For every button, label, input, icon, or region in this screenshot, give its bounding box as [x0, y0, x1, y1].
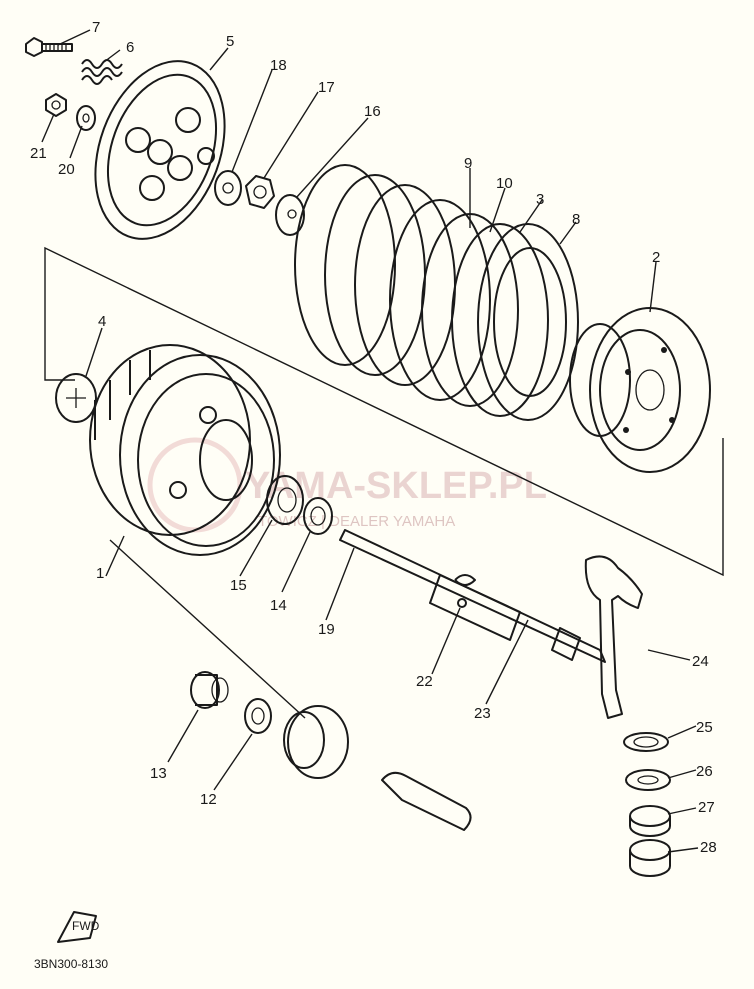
callout-27: 27 — [698, 799, 715, 816]
watermark-text: YAMA-SKLEP.PL — [245, 465, 547, 507]
callout-19: 19 — [318, 621, 335, 638]
primary-drive-gear — [283, 705, 349, 779]
part-26-washer — [625, 769, 671, 791]
drawing-code: 3BN300-8130 — [34, 957, 108, 971]
callout-25: 25 — [696, 719, 713, 736]
callout-2: 2 — [652, 249, 660, 266]
part-4-lock-washer — [55, 373, 97, 423]
part-23-push-rod-shaft — [339, 529, 606, 663]
part-21-nut — [45, 93, 67, 117]
callout-21: 21 — [30, 145, 47, 162]
callout-numbers: 1 2 3 4 5 6 7 8 9 10 12 13 14 15 16 17 1… — [30, 19, 717, 856]
watermark-subtext: TOWICZ | DEALER YAMAHA — [258, 513, 455, 530]
callout-3: 3 — [536, 191, 544, 208]
callout-10: 10 — [496, 175, 513, 192]
fwd-arrow-icon: FWD — [57, 911, 100, 943]
part-5-pressure-plate — [94, 60, 226, 240]
callout-28: 28 — [700, 839, 717, 856]
part-28-bearing — [629, 839, 671, 877]
part-15-spacer — [266, 475, 304, 525]
callout-leaders — [41, 29, 699, 853]
callout-8: 8 — [572, 211, 580, 228]
part-12-washer — [244, 698, 272, 734]
watermark: YAMA-SKLEP.PL TOWICZ | DEALER YAMAHA — [147, 437, 547, 533]
part-20-washer — [76, 105, 96, 131]
callout-16: 16 — [364, 103, 381, 120]
part-16-washer — [275, 194, 305, 236]
callout-15: 15 — [230, 577, 247, 594]
part-17-nut — [245, 175, 275, 209]
part-27-oil-seal — [629, 805, 671, 837]
part-2-clutch-boss — [569, 307, 711, 473]
callout-14: 14 — [270, 597, 287, 614]
callout-5: 5 — [226, 33, 234, 50]
part-1-clutch-housing — [89, 344, 281, 556]
part-6-spring — [81, 59, 123, 85]
callout-20: 20 — [58, 161, 75, 178]
part-14-washer — [303, 497, 333, 535]
callout-22: 22 — [416, 673, 433, 690]
assembly-lines — [44, 246, 724, 719]
part-7-bolt — [25, 37, 73, 57]
part-13-bush — [190, 671, 229, 709]
part-25-spring — [623, 732, 669, 752]
fwd-label: FWD — [72, 919, 100, 933]
callout-9: 9 — [464, 155, 472, 172]
callout-26: 26 — [696, 763, 713, 780]
callout-1: 1 — [96, 565, 104, 582]
callout-4: 4 — [98, 313, 106, 330]
callout-17: 17 — [318, 79, 335, 96]
callout-23: 23 — [474, 705, 491, 722]
part-18-plate — [214, 170, 242, 206]
part-24-push-lever — [584, 555, 643, 719]
callout-12: 12 — [200, 791, 217, 808]
callout-7: 7 — [92, 19, 100, 36]
sleeve-part — [381, 771, 472, 831]
callout-13: 13 — [150, 765, 167, 782]
callout-24: 24 — [692, 653, 709, 670]
callout-6: 6 — [126, 39, 134, 56]
callout-18: 18 — [270, 57, 287, 74]
